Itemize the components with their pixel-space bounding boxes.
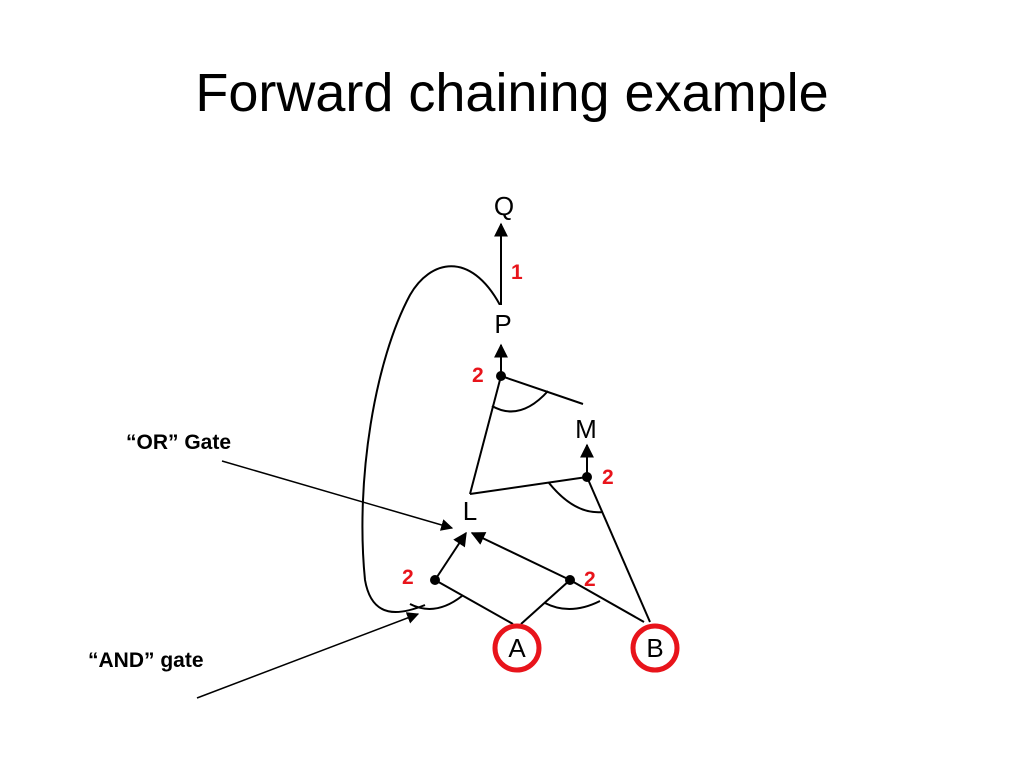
junction-dot-ab (565, 575, 575, 585)
node-a-label: A (508, 633, 526, 663)
node-m-label: M (575, 414, 597, 444)
node-p-label: P (494, 309, 511, 339)
and-arc-ab (544, 600, 601, 610)
and-arc-p (491, 390, 549, 413)
edge-b-to-and-m (586, 476, 651, 623)
count-label-p-to-q: 1 (511, 261, 523, 284)
edge-and-ab-to-l (470, 532, 571, 581)
edge-l-to-and-m (469, 476, 588, 495)
or-gate-callout-arrow (221, 460, 454, 531)
and-gate-callout-label: “AND” gate (88, 649, 204, 672)
junction-dot-ap (430, 575, 440, 585)
edge-and-ap-to-l (434, 531, 467, 581)
junction-dot-m (582, 472, 592, 482)
known-fact-ring-b (630, 623, 680, 673)
edge-a-to-and-ab (520, 579, 571, 625)
and-arc-ap (409, 595, 463, 610)
edge-l-to-and-p (469, 375, 502, 495)
edge-b-to-and-ab (569, 579, 645, 623)
and-arc-m (548, 482, 604, 514)
count-label-and-ap: 2 (402, 566, 414, 589)
edge-m-to-and-p (500, 375, 584, 405)
or-gate-callout-label: “OR” Gate (126, 431, 232, 454)
junction-dot-p (496, 371, 506, 381)
node-l-label: L (463, 496, 477, 526)
node-b-label: B (646, 633, 663, 663)
loop-edge-p-to-and-gate (361, 265, 501, 614)
count-label-and-p: 2 (472, 364, 484, 387)
known-fact-ring-a (492, 623, 542, 673)
edge-a-to-and-ap (434, 579, 514, 625)
count-label-and-ab: 2 (584, 568, 596, 591)
and-gate-callout-arrow (196, 612, 420, 699)
count-label-and-m: 2 (602, 466, 614, 489)
node-q-label: Q (494, 191, 514, 221)
slide-title: Forward chaining example (195, 63, 829, 123)
